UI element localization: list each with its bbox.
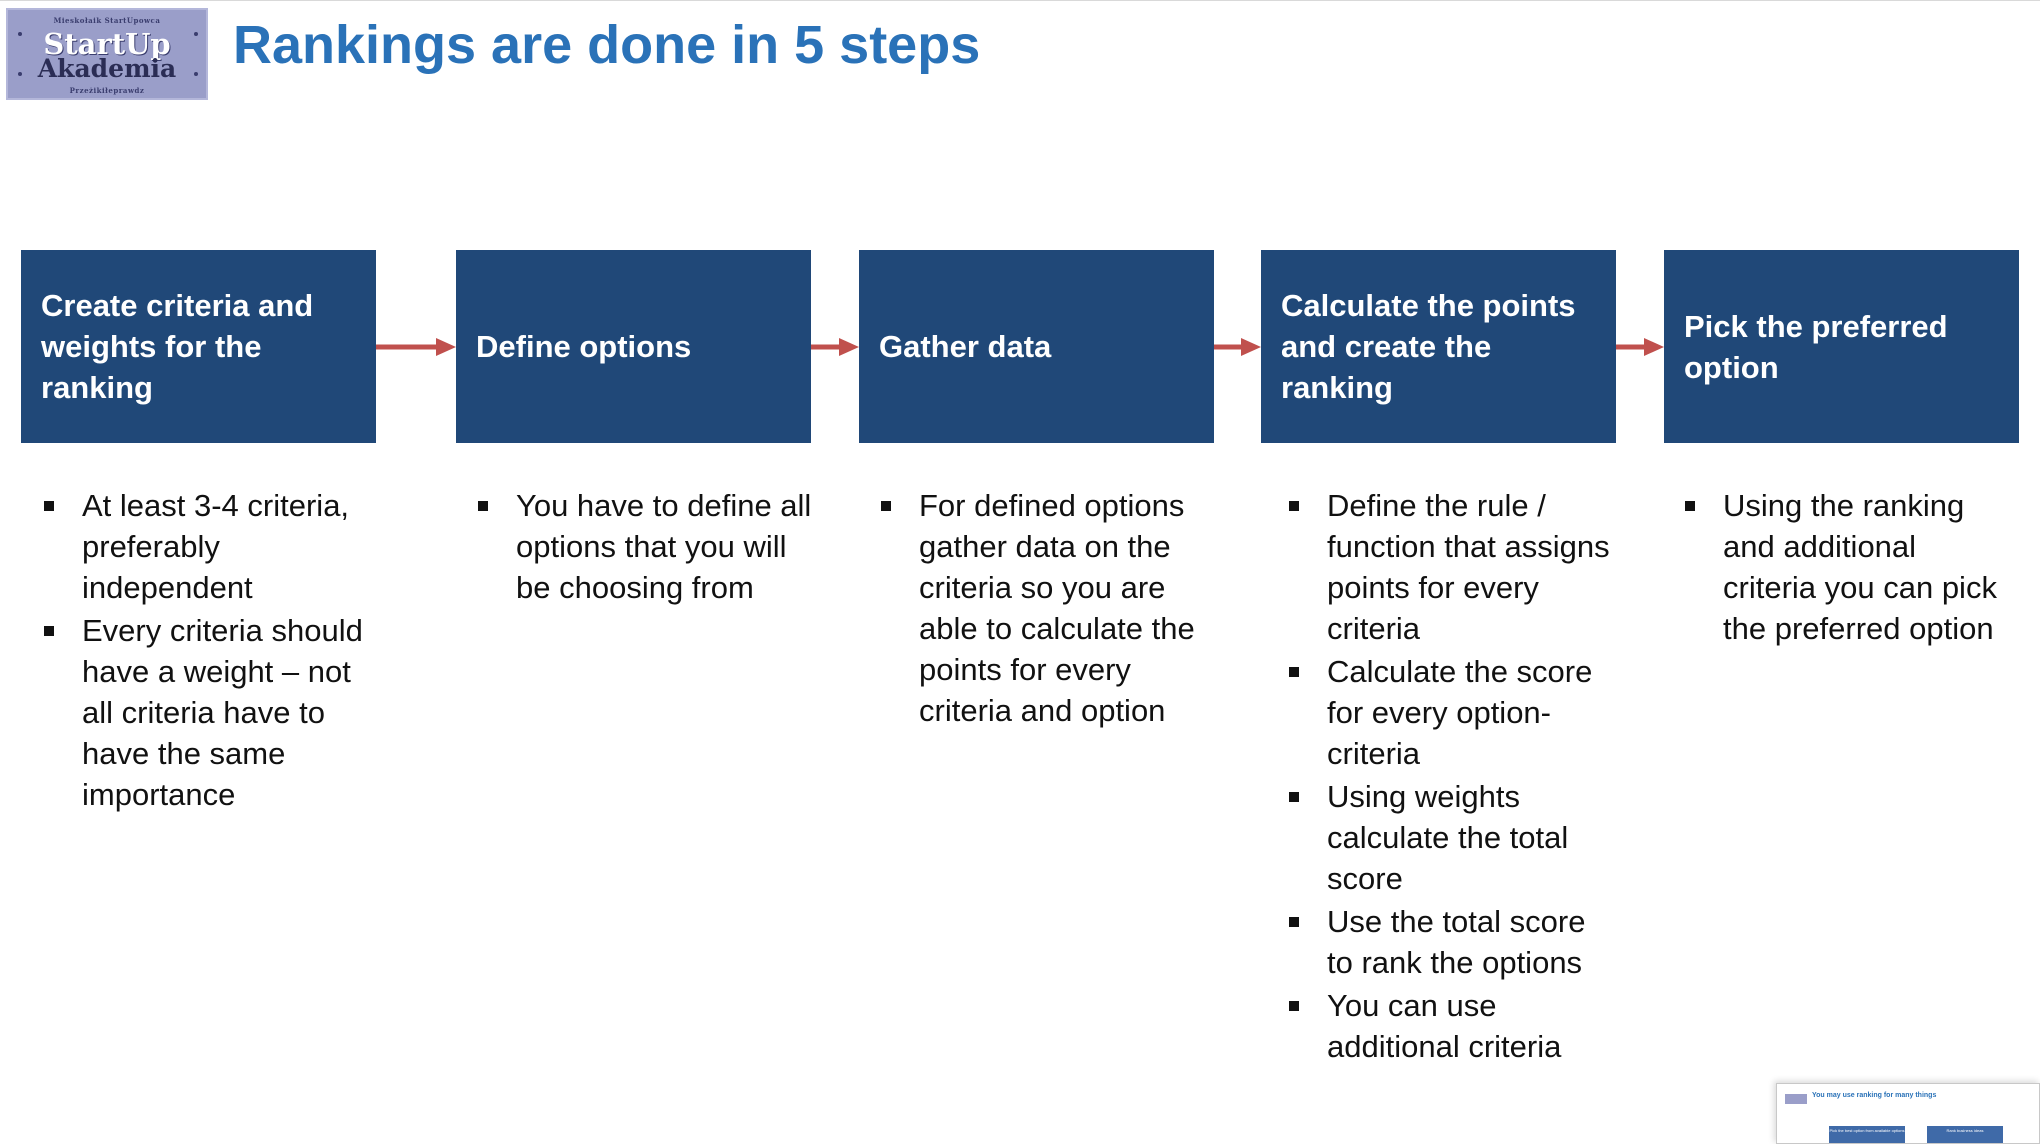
step-label: Gather data (879, 329, 1052, 364)
arrow-right-icon (376, 338, 456, 356)
step-label: Create criteria and weights for the rank… (41, 288, 314, 405)
bullet-square-icon (1289, 1001, 1299, 1011)
thumbnail-logo (1785, 1094, 1807, 1104)
step-1-bullets: At least 3-4 criteria, preferably indepe… (42, 485, 372, 817)
slide-title: Rankings are done in 5 steps (233, 15, 981, 75)
bullet-square-icon (478, 501, 488, 511)
thumbnail-box: Rank business ideas (1927, 1126, 2003, 1143)
startup-akademia-logo: Mieskołaik StartUpowca StartUp Akademia … (6, 8, 208, 100)
step-3-bullets: For defined options gather data on the c… (879, 485, 1219, 733)
next-slide-thumbnail[interactable]: You may use ranking for many things Pick… (1776, 1083, 2040, 1144)
bullet-square-icon (1289, 917, 1299, 927)
step-5-bullets: Using the ranking and additional criteri… (1683, 485, 2003, 651)
bullet-item: Use the total score to rank the options (1287, 901, 1617, 983)
logo-top-text: Mieskołaik StartUpowca (53, 16, 161, 25)
step-label: Define options (476, 329, 692, 364)
logo-dot (194, 72, 198, 76)
step-label: Calculate the points and create the rank… (1281, 288, 1576, 405)
bullet-square-icon (1289, 667, 1299, 677)
bullet-item: Every criteria should have a weight – no… (42, 610, 372, 815)
thumbnail-box: Pick the best option from available opti… (1829, 1126, 1905, 1143)
step-box-define-options: Define options (456, 250, 811, 443)
bullet-item: You have to define all options that you … (476, 485, 816, 608)
step-box-create-criteria: Create criteria and weights for the rank… (21, 250, 376, 443)
logo-bottom-text: Przeżikiłeprawdz (69, 86, 145, 95)
bullet-square-icon (881, 501, 891, 511)
bullet-square-icon (1289, 792, 1299, 802)
logo-dot (18, 72, 22, 76)
logo-line-startup: StartUp (43, 27, 171, 61)
step-2-bullets: You have to define all options that you … (476, 485, 816, 610)
step-box-pick-option: Pick the preferred option (1664, 250, 2019, 443)
step-4-bullets: Define the rule / function that assigns … (1287, 485, 1617, 1069)
logo-dot (18, 32, 22, 36)
bullet-item: You can use additional criteria (1287, 985, 1617, 1067)
step-box-calculate-points: Calculate the points and create the rank… (1261, 250, 1616, 443)
arrow-right-icon (1214, 338, 1261, 356)
logo-line-akademia: Akademia (37, 54, 177, 83)
bullet-square-icon (1289, 501, 1299, 511)
step-label: Pick the preferred option (1684, 308, 1948, 385)
bullet-square-icon (44, 626, 54, 636)
bullet-item: For defined options gather data on the c… (879, 485, 1219, 731)
bullet-item: Define the rule / function that assigns … (1287, 485, 1617, 649)
logo-dot (194, 32, 198, 36)
arrow-right-icon (811, 338, 859, 356)
arrow-right-icon (1616, 338, 1664, 356)
top-border (0, 0, 2040, 1)
bullet-square-icon (44, 501, 54, 511)
step-box-gather-data: Gather data (859, 250, 1214, 443)
bullet-item: Using the ranking and additional criteri… (1683, 485, 2003, 649)
bullet-item: At least 3-4 criteria, preferably indepe… (42, 485, 372, 608)
bullet-square-icon (1685, 501, 1695, 511)
bullet-item: Calculate the score for every option-cri… (1287, 651, 1617, 774)
thumbnail-title: You may use ranking for many things (1812, 1092, 1937, 1099)
bullet-item: Using weights calculate the total score (1287, 776, 1617, 899)
